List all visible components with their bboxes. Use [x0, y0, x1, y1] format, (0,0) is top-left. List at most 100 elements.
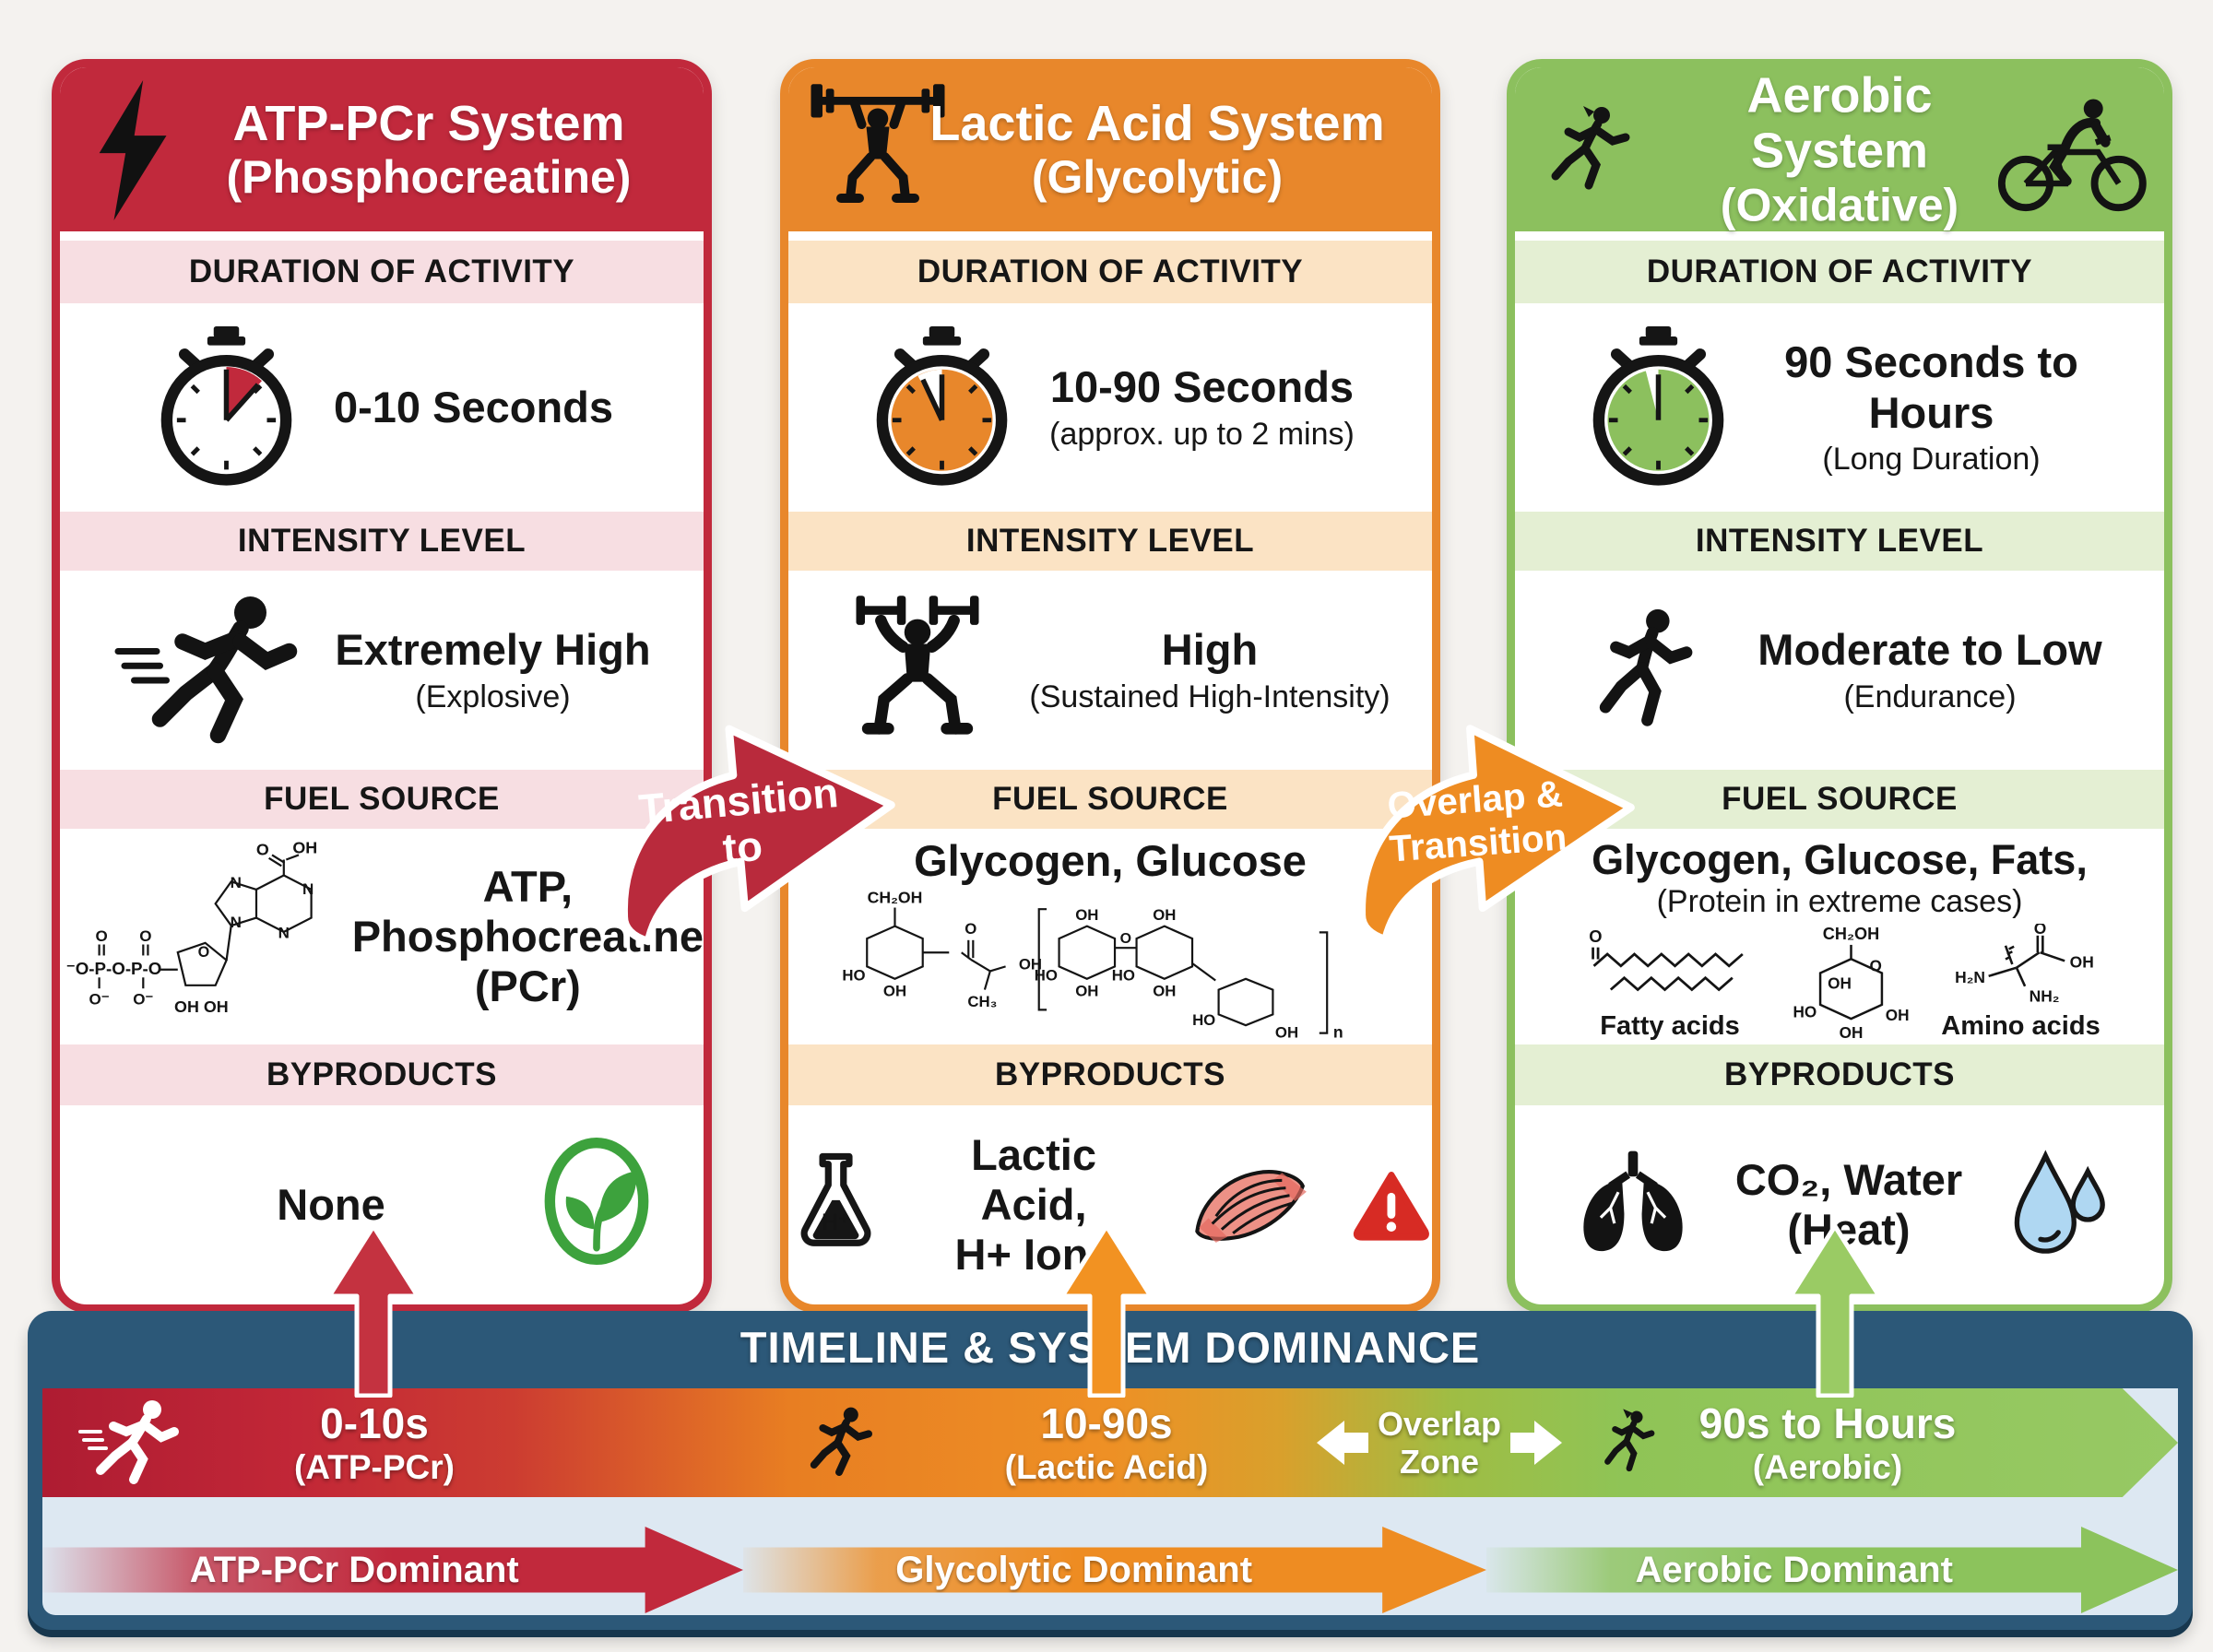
lungs-icon	[1583, 1150, 1683, 1252]
svg-text:O⁻: O⁻	[89, 990, 109, 1008]
sprinter-icon	[114, 596, 298, 743]
black-runner-icon	[802, 1388, 891, 1497]
svg-text:n: n	[1333, 1023, 1343, 1041]
duration-text: 0-10 Seconds	[333, 382, 614, 431]
svg-text:⁻O-P-O-P-O: ⁻O-P-O-P-O	[66, 959, 162, 978]
svg-text:CH₂OH: CH₂OH	[868, 889, 923, 907]
dumbbell-squat-icon	[856, 596, 979, 735]
svg-text:O: O	[2034, 924, 2047, 938]
svg-text:NH₂: NH₂	[2030, 986, 2060, 1005]
muscle-icon	[1195, 1170, 1307, 1243]
jogger-icon	[1600, 608, 1693, 726]
transition-arrow-1: Transition to	[620, 725, 895, 946]
connector-arrow-lactic	[1059, 1223, 1154, 1398]
fuel-text-line1: Glycogen, Glucose, Fats,	[1592, 836, 2088, 883]
svg-text:OH: OH	[883, 982, 906, 999]
svg-text:O: O	[1870, 956, 1882, 974]
svg-text:OH: OH	[1840, 1023, 1864, 1042]
fuel-text-line2: (Protein in extreme cases)	[1656, 883, 2023, 919]
svg-text:OH: OH	[1886, 1006, 1910, 1024]
svg-text:CH₃: CH₃	[967, 993, 997, 1010]
card-aerobic: Aerobic System (Oxidative) DURATION OF A…	[1507, 59, 2172, 1313]
svg-text:to: to	[721, 822, 764, 873]
svg-text:OH: OH	[1075, 906, 1098, 924]
svg-text:O: O	[256, 840, 269, 858]
female-runner-icon	[1593, 1388, 1675, 1497]
svg-text:O⁻: O⁻	[133, 990, 153, 1008]
byproducts-text: None	[277, 1179, 385, 1229]
svg-text:O: O	[198, 944, 210, 961]
amino-acid-molecule-diagram: H₂N O OH NH₂	[1955, 919, 2094, 1005]
intensity-row: High (Sustained High-Intensity)	[788, 571, 1432, 770]
glycogen-glucose-molecule-diagram: CH₂OH HO OH O OH CH₃ OH OH HO HO O OH OH…	[842, 889, 1343, 1042]
byproducts-text: CO₂, Water (Heat)	[1734, 1154, 1963, 1254]
weightlifter-icon	[811, 84, 945, 203]
white-arrow-right-icon	[1510, 1421, 1563, 1465]
lightning-bolt-icon	[99, 80, 167, 220]
svg-text:OH: OH	[1153, 906, 1176, 924]
intensity-text: High (Sustained High-Intensity)	[1029, 625, 1391, 714]
svg-text:H₂N: H₂N	[1955, 968, 1985, 986]
svg-text:N: N	[278, 925, 290, 942]
card-title: Aerobic System	[1746, 67, 1933, 179]
section-label-intensity: INTENSITY LEVEL	[60, 512, 704, 571]
card-title: ATP-PCr System	[232, 95, 625, 151]
svg-text:HO: HO	[1793, 1002, 1817, 1021]
phase-lactic: 10-90s (Lactic Acid)	[1004, 1399, 1209, 1486]
cyclist-icon	[1997, 99, 2147, 212]
section-label-byproducts: BYPRODUCTS	[60, 1044, 704, 1105]
section-label-duration: DURATION OF ACTIVITY	[60, 241, 704, 303]
fatty-acid-molecule-diagram: O	[1589, 926, 1744, 992]
phase-aerobic: 90s to Hours (Aerobic)	[1698, 1399, 1957, 1486]
svg-text:HO: HO	[1112, 967, 1135, 985]
stopwatch-icon	[1592, 326, 1723, 486]
svg-text:O: O	[139, 927, 151, 945]
timeline-gradient-band: 0-10s (ATP-PCr) 10-90s (Lactic A	[42, 1388, 2178, 1497]
stopwatch-icon	[876, 326, 1008, 486]
section-label-intensity: INTENSITY LEVEL	[788, 512, 1432, 571]
svg-text:O: O	[96, 927, 108, 945]
glucose-molecule-diagram: CH₂OH O HO OH OH OH	[1793, 925, 1910, 1042]
section-label-duration: DURATION OF ACTIVITY	[1515, 241, 2164, 303]
fuel-row: Glycogen, Glucose	[788, 829, 1432, 1044]
byproducts-row: CO₂, Water (Heat)	[1515, 1105, 2164, 1304]
amino-acid-group: H₂N O OH NH₂ Amino acids	[1935, 919, 2106, 1042]
intensity-text: Moderate to Low (Endurance)	[1757, 625, 2102, 714]
svg-text:OH: OH	[292, 839, 317, 857]
card-lactic-acid: Lactic Acid System (Glycolytic) DURATION…	[780, 59, 1440, 1313]
svg-text:OH OH: OH OH	[174, 997, 229, 1016]
svg-text:OH: OH	[1153, 982, 1176, 999]
section-label-fuel: FUEL SOURCE	[60, 770, 704, 829]
svg-text:CH₂OH: CH₂OH	[1823, 925, 1879, 943]
eco-leaf-icon	[544, 1137, 649, 1266]
duration-row: 10-90 Seconds (approx. up to 2 mins)	[788, 303, 1432, 512]
card-subtitle: (Oxidative)	[1720, 179, 1959, 231]
atp-molecule-diagram: O OH N N N N O O ⁻O-P-O-P-O O⁻ O⁻ OH OH …	[66, 839, 317, 1016]
flask-h-plus-icon: H⁺	[800, 1152, 871, 1246]
transition-arrow-2: Overlap & Transition	[1357, 725, 1635, 944]
card-lactic-header: Lactic Acid System (Glycolytic)	[788, 67, 1432, 231]
svg-text:OH: OH	[2070, 952, 2094, 971]
duration-text: 10-90 Seconds (approx. up to 2 mins)	[1049, 362, 1355, 452]
section-label-fuel: FUEL SOURCE	[788, 770, 1432, 829]
connector-arrow-aerobic	[1788, 1223, 1882, 1398]
fuel-row: Glycogen, Glucose, Fats, (Protein in ext…	[1515, 829, 2164, 1044]
white-arrow-left-icon	[1316, 1421, 1368, 1465]
phase-atp-pcr: 0-10s (ATP-PCr)	[293, 1399, 455, 1486]
intensity-row: Extremely High (Explosive)	[60, 571, 704, 770]
card-atp-pcr: ATP-PCr System (Phosphocreatine) DURATIO…	[52, 59, 712, 1313]
water-droplets-icon	[2014, 1150, 2106, 1254]
section-label-byproducts: BYPRODUCTS	[788, 1044, 1432, 1105]
card-subtitle: (Phosphocreatine)	[226, 151, 632, 204]
intensity-text: Extremely High (Explosive)	[335, 625, 651, 714]
duration-row: 90 Seconds to Hours (Long Duration)	[1515, 303, 2164, 512]
section-label-intensity: INTENSITY LEVEL	[1515, 512, 2164, 571]
svg-text:N: N	[231, 914, 242, 931]
duration-text: 90 Seconds to Hours (Long Duration)	[1784, 337, 2078, 477]
svg-text:OH: OH	[1275, 1024, 1298, 1041]
fatty-acid-group: O Fatty acids	[1573, 924, 1767, 1042]
svg-text:OH: OH	[1828, 974, 1852, 992]
card-aerobic-header: Aerobic System (Oxidative)	[1515, 67, 2164, 231]
svg-text:OH: OH	[1019, 956, 1042, 974]
stopwatch-icon	[160, 326, 292, 486]
